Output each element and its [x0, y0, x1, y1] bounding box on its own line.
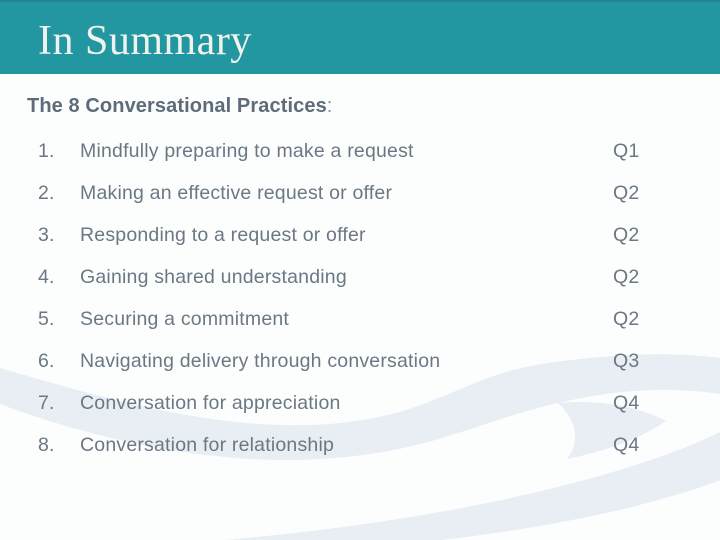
slide-title: In Summary — [38, 18, 252, 64]
item-number: 6. — [38, 349, 55, 372]
item-number: 3. — [38, 223, 55, 246]
list-item: 6. Navigating delivery through conversat… — [0, 340, 720, 382]
item-number: 7. — [38, 391, 55, 414]
item-number: 1. — [38, 139, 55, 162]
item-label: Mindfully preparing to make a request — [80, 139, 414, 162]
slide-header-band: In Summary — [0, 0, 720, 74]
item-label: Conversation for relationship — [80, 433, 335, 456]
item-number: 2. — [38, 181, 55, 204]
item-number: 4. — [38, 265, 55, 288]
subtitle-colon: : — [326, 95, 333, 117]
item-label: Conversation for appreciation — [80, 391, 341, 414]
item-label: Gaining shared understanding — [80, 265, 347, 288]
item-label: Navigating delivery through conversation — [80, 349, 441, 372]
list-item: 8. Conversation for relationship Q4 — [0, 424, 720, 466]
item-quarter: Q4 — [613, 391, 640, 414]
item-label: Responding to a request or offer — [80, 223, 366, 246]
item-label: Securing a commitment — [80, 307, 290, 330]
practices-list: 1. Mindfully preparing to make a request… — [0, 130, 720, 466]
list-item: 3. Responding to a request or offer Q2 — [0, 214, 720, 256]
list-item: 7. Conversation for appreciation Q4 — [0, 382, 720, 424]
subtitle-text: The 8 Conversational Practices — [27, 95, 327, 117]
item-quarter: Q2 — [613, 223, 640, 246]
item-label: Making an effective request or offer — [80, 181, 393, 204]
item-number: 5. — [38, 307, 55, 330]
item-quarter: Q4 — [613, 433, 640, 456]
item-quarter: Q1 — [613, 139, 640, 162]
item-quarter: Q2 — [613, 307, 640, 330]
item-number: 8. — [38, 433, 55, 456]
list-item: 5. Securing a commitment Q2 — [0, 298, 720, 340]
item-quarter: Q2 — [613, 265, 640, 288]
slide-body: The 8 Conversational Practices: 1. Mindf… — [0, 94, 720, 466]
subtitle: The 8 Conversational Practices: — [27, 94, 720, 118]
list-item: 4. Gaining shared understanding Q2 — [0, 256, 720, 298]
item-quarter: Q3 — [613, 349, 640, 372]
item-quarter: Q2 — [613, 181, 640, 204]
list-item: 2. Making an effective request or offer … — [0, 172, 720, 214]
list-item: 1. Mindfully preparing to make a request… — [0, 130, 720, 172]
